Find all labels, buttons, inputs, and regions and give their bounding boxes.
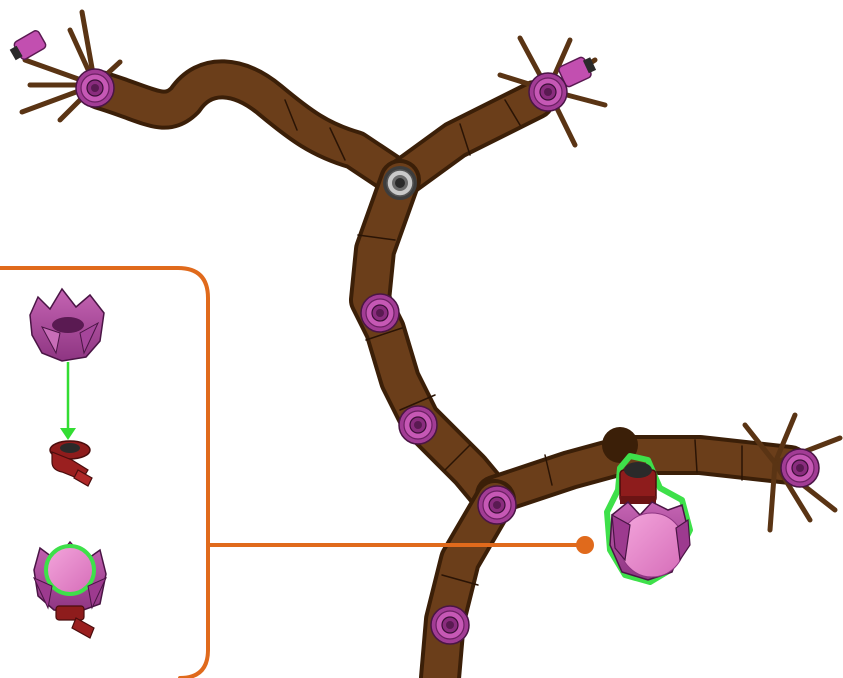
tulip-petals-icon [30,289,104,361]
callout-target-dot [576,536,594,554]
tip-bud-top-left [8,29,47,63]
red-stem-icon [50,441,92,486]
flower-stud-icon [431,606,469,644]
flower-stud-icon [76,69,114,107]
flower-stud-icon [361,294,399,332]
flower-stud-icon [529,73,567,111]
flower-stud-icon [781,449,819,487]
assembled-bud-icon [34,542,106,638]
joint-hub-icon [383,166,417,200]
tree-branches [100,79,790,678]
flower-stud-icon [399,406,437,444]
insert-arrow [60,362,76,440]
flower-stud-icon [478,486,516,524]
